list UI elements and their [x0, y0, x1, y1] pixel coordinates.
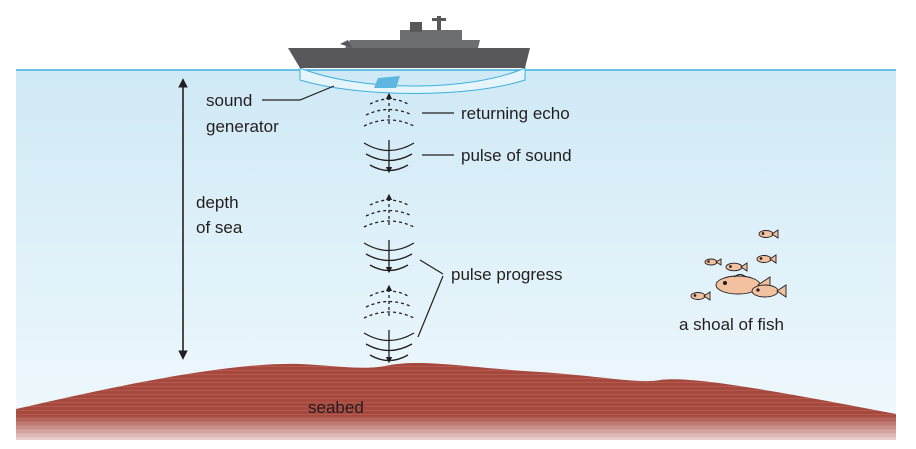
label-depth-of-sea-line1: depth: [196, 193, 239, 212]
sea-water: [16, 70, 896, 415]
label-pulse-of-sound: pulse of sound: [461, 146, 572, 165]
label-seabed: seabed: [308, 398, 364, 417]
seabed: [16, 362, 896, 445]
fish-shoal: [690, 229, 787, 301]
fish-icon: [725, 262, 748, 272]
ship-icon: [288, 16, 530, 94]
fish-icon: [704, 258, 722, 266]
label-depth-of-sea-line2: of sea: [196, 218, 243, 237]
label-shoal-of-fish: a shoal of fish: [679, 315, 784, 334]
fish-icon: [751, 284, 787, 298]
fish-icon: [756, 254, 777, 264]
label-sound-generator-line2: generator: [206, 117, 279, 136]
pulse-group-middle: [363, 193, 415, 274]
pulse-group-bottom: [363, 284, 415, 364]
label-sound-generator-line1: sound: [206, 91, 252, 110]
fish-icon: [690, 291, 711, 301]
label-pulse-progress: pulse progress: [451, 265, 563, 284]
label-returning-echo: returning echo: [461, 104, 570, 123]
leader-lines: [262, 85, 454, 338]
fish-icon: [758, 229, 779, 239]
pulse-group-top: [363, 92, 415, 174]
